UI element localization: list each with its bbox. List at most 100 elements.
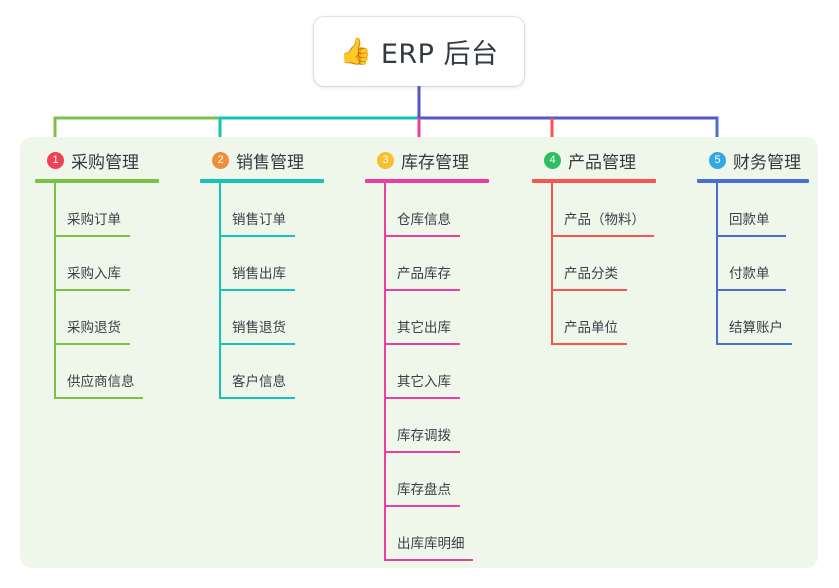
list-item-rule [219,397,295,399]
column-items-1: 采购订单采购入库采购退货供应商信息 [35,183,159,399]
list-item-rule [54,343,130,345]
list-item-label: 客户信息 [232,374,286,390]
list-item[interactable]: 库存盘点 [365,453,489,507]
list-item-rule [54,289,130,291]
column-header-1[interactable]: 1 采购管理 [35,146,159,174]
list-item[interactable]: 产品分类 [532,237,656,291]
root-title: ERP 后台 [380,39,499,70]
list-item-label: 结算账户 [729,320,783,336]
list-item[interactable]: 其它入库 [365,345,489,399]
list-item[interactable]: 仓库信息 [365,183,489,237]
list-item-label: 采购入库 [67,266,121,282]
list-item-rule [384,397,460,399]
column-2: 2 销售管理销售订单销售出库销售退货客户信息 [200,146,324,399]
column-header-4[interactable]: 4 产品管理 [532,146,656,174]
list-item-rule [551,343,627,345]
column-rule-5 [697,179,809,183]
list-item-label: 其它出库 [397,320,451,336]
column-rule-2 [200,179,324,183]
column-badge-3: 3 [377,151,394,169]
list-item-label: 库存调拨 [397,428,451,444]
list-item[interactable]: 销售出库 [200,237,324,291]
column-items-2: 销售订单销售出库销售退货客户信息 [200,183,324,399]
list-item-label: 采购订单 [67,212,121,228]
column-title-5: 财务管理 [733,152,801,173]
column-rule-1 [35,179,159,183]
list-item-rule [54,397,143,399]
list-item-rule [384,289,460,291]
column-title-4: 产品管理 [568,152,636,173]
column-items-4: 产品（物料） 产品分类产品单位 [532,183,656,345]
list-item-rule [384,343,460,345]
column-title-3: 库存管理 [401,152,469,173]
list-item-label: 产品单位 [564,320,618,336]
list-item-label: 销售订单 [232,212,286,228]
list-item-rule [716,235,786,237]
list-item[interactable]: 采购入库 [35,237,159,291]
list-item-rule [54,235,130,237]
list-item[interactable]: 出库库明细 [365,507,489,561]
list-item-rule [716,343,792,345]
list-item-label: 销售出库 [232,266,286,282]
column-4: 4 产品管理产品（物料） 产品分类产品单位 [532,146,656,345]
list-item-label: 付款单 [729,266,770,282]
column-title-2: 销售管理 [236,152,304,173]
list-item-label: 仓库信息 [397,212,451,228]
list-item-rule [716,289,786,291]
column-rule-4 [532,179,656,183]
thumbs-up-icon: 👍 [339,36,372,67]
column-header-2[interactable]: 2 销售管理 [200,146,324,174]
list-item-label: 采购退货 [67,320,121,336]
column-rule-3 [365,179,489,183]
column-badge-4: 4 [544,151,561,169]
list-item[interactable]: 采购退货 [35,291,159,345]
list-item-rule [219,343,295,345]
list-item-label: 销售退货 [232,320,286,336]
column-title-1: 采购管理 [71,152,139,173]
list-item-rule [384,451,460,453]
list-item-label: 库存盘点 [397,482,451,498]
list-item[interactable]: 产品（物料） [532,183,656,237]
list-item-label: 供应商信息 [67,374,135,390]
list-item-label: 产品分类 [564,266,618,282]
column-spine-2 [219,183,221,399]
list-item-rule [384,235,460,237]
list-item-label: 其它入库 [397,374,451,390]
list-item[interactable]: 结算账户 [697,291,809,345]
list-item[interactable]: 供应商信息 [35,345,159,399]
list-item-label: 产品库存 [397,266,451,282]
column-spine-3 [384,183,386,561]
list-item[interactable]: 销售订单 [200,183,324,237]
column-items-5: 回款单付款单结算账户 [697,183,809,345]
list-item-rule [219,235,295,237]
column-badge-2: 2 [212,151,229,169]
list-item-rule [551,235,654,237]
list-item-rule [384,559,473,561]
column-spine-1 [54,183,56,399]
column-1: 1 采购管理采购订单采购入库采购退货供应商信息 [35,146,159,399]
list-item[interactable]: 采购订单 [35,183,159,237]
list-item-rule [219,289,295,291]
list-item-label: 出库库明细 [397,536,465,552]
list-item[interactable]: 销售退货 [200,291,324,345]
column-3: 3 库存管理仓库信息产品库存其它出库其它入库库存调拨库存盘点出库库明细 [365,146,489,561]
list-item[interactable]: 付款单 [697,237,809,291]
list-item[interactable]: 库存调拨 [365,399,489,453]
mindmap-panel [20,137,818,568]
list-item-label: 回款单 [729,212,770,228]
list-item-rule [384,505,460,507]
column-badge-1: 1 [47,151,64,169]
list-item[interactable]: 其它出库 [365,291,489,345]
list-item[interactable]: 回款单 [697,183,809,237]
column-header-3[interactable]: 3 库存管理 [365,146,489,174]
list-item[interactable]: 产品库存 [365,237,489,291]
column-spine-5 [716,183,718,345]
list-item-rule [551,289,627,291]
list-item[interactable]: 客户信息 [200,345,324,399]
list-item-label: 产品（物料） [564,212,645,228]
list-item[interactable]: 产品单位 [532,291,656,345]
column-spine-4 [551,183,553,345]
root-node[interactable]: 👍 ERP 后台 [314,17,524,86]
